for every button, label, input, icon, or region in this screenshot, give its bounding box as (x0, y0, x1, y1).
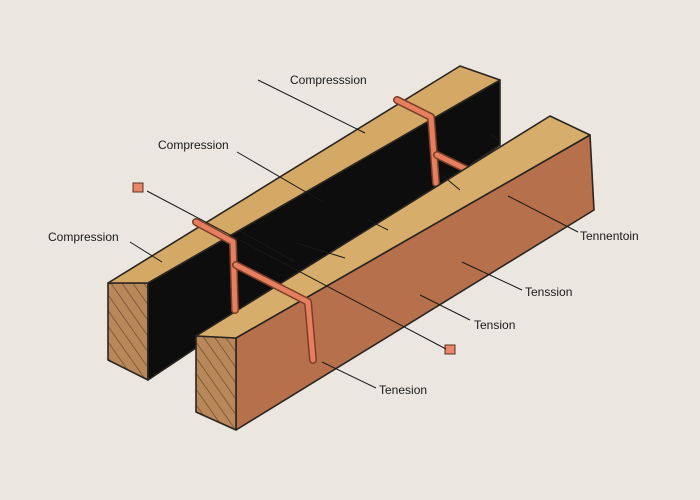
label-left-compression: Compression (48, 230, 119, 244)
rear-beam-end-grain (107, 282, 149, 381)
label-mid-compression: Compression (158, 138, 229, 152)
label-right-tension-1: Tennentoin (580, 229, 639, 243)
front-beam-top-face (195, 115, 591, 339)
label-top-compression: Compresssion (290, 73, 367, 87)
label-bottom-tension: Tenesion (379, 383, 428, 397)
front-beam-end-grain (195, 335, 237, 431)
front-tendons (192, 218, 317, 364)
label-right-tension-3: Tension (474, 318, 516, 332)
anchor-right (444, 344, 456, 355)
front-beam (195, 115, 595, 431)
anchors (132, 182, 456, 355)
label-right-tension-2: Tenssion (525, 285, 573, 299)
anchor-left (132, 182, 144, 193)
leader-lines (129, 79, 579, 389)
